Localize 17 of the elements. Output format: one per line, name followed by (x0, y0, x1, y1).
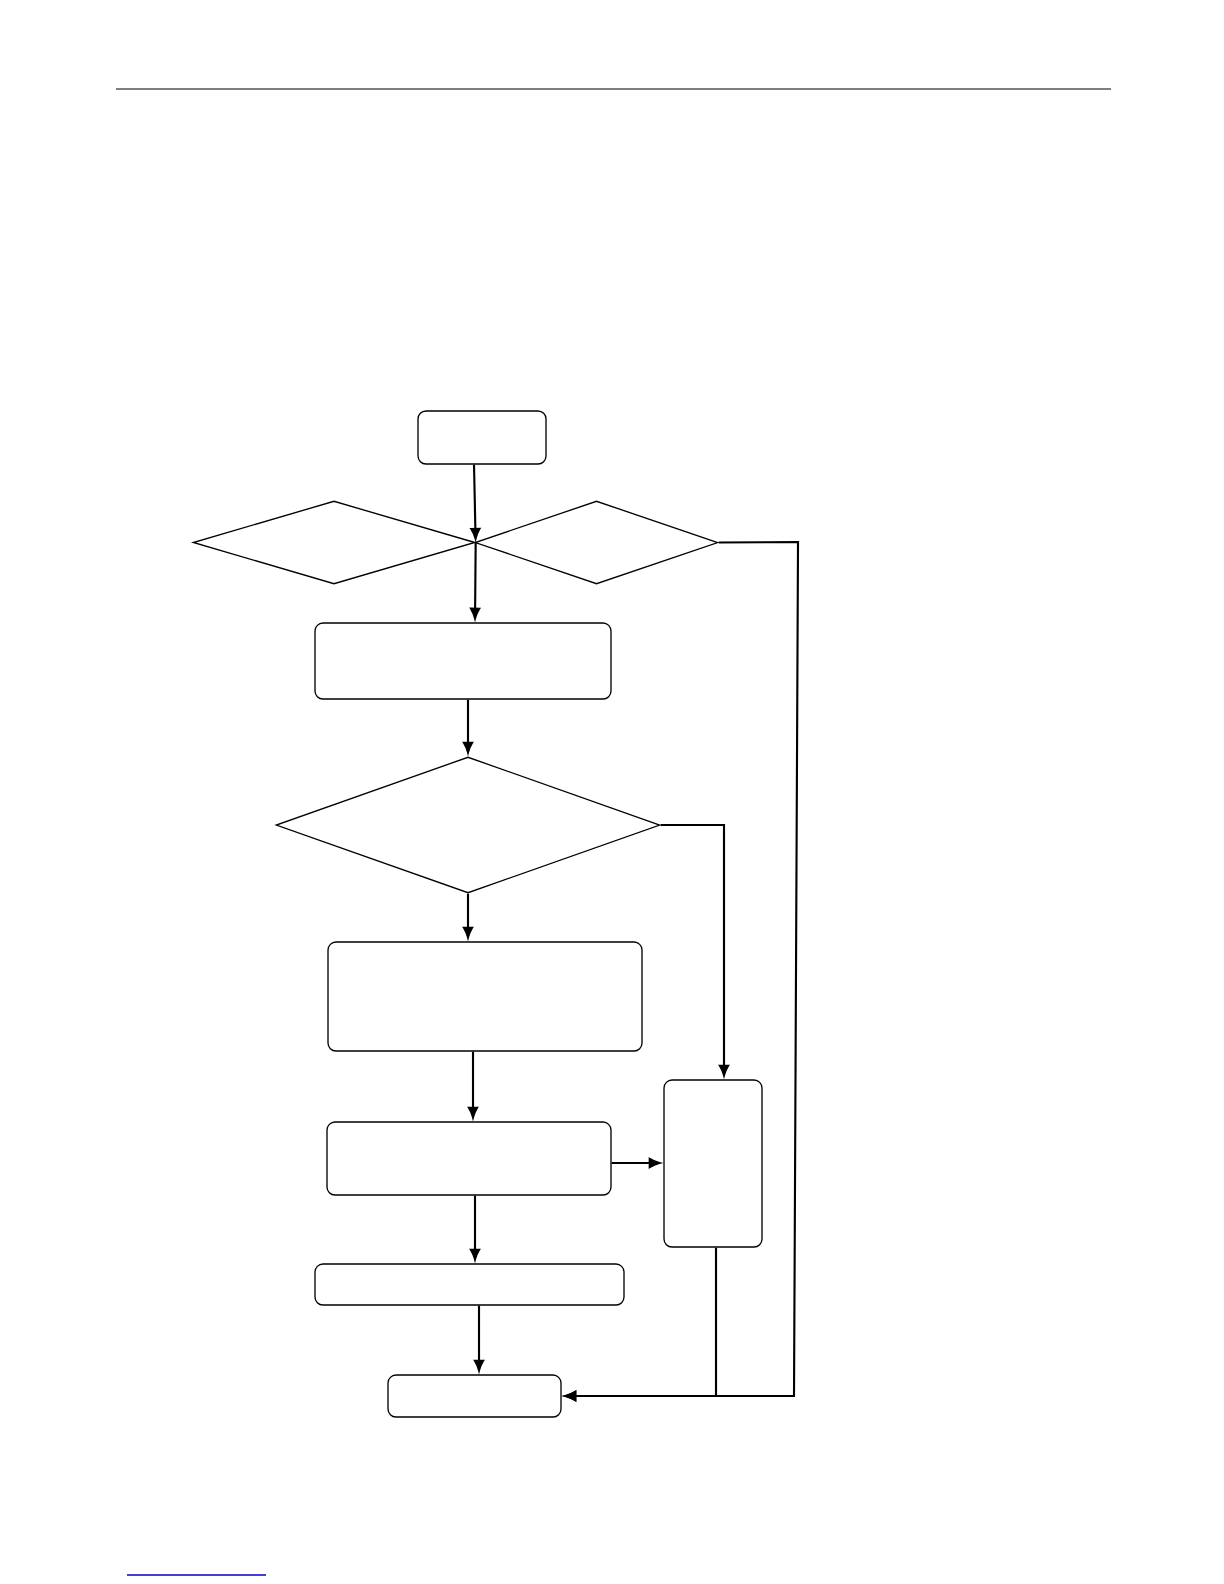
arrow (564, 1247, 718, 1402)
arrow (462, 699, 474, 754)
arrow (467, 1051, 479, 1119)
process-box (314, 622, 612, 700)
process-box (314, 1263, 625, 1306)
arrow (660, 823, 730, 1077)
process-box (327, 941, 643, 1052)
process-box (326, 1121, 612, 1196)
process-box (663, 1079, 763, 1248)
process-box (417, 410, 547, 465)
arrow (611, 1157, 661, 1169)
arrow (470, 464, 481, 540)
arrow (470, 542, 481, 620)
process-box (387, 1374, 562, 1418)
arrow (469, 1195, 481, 1261)
arrow (473, 1305, 485, 1372)
arrow (462, 893, 474, 939)
